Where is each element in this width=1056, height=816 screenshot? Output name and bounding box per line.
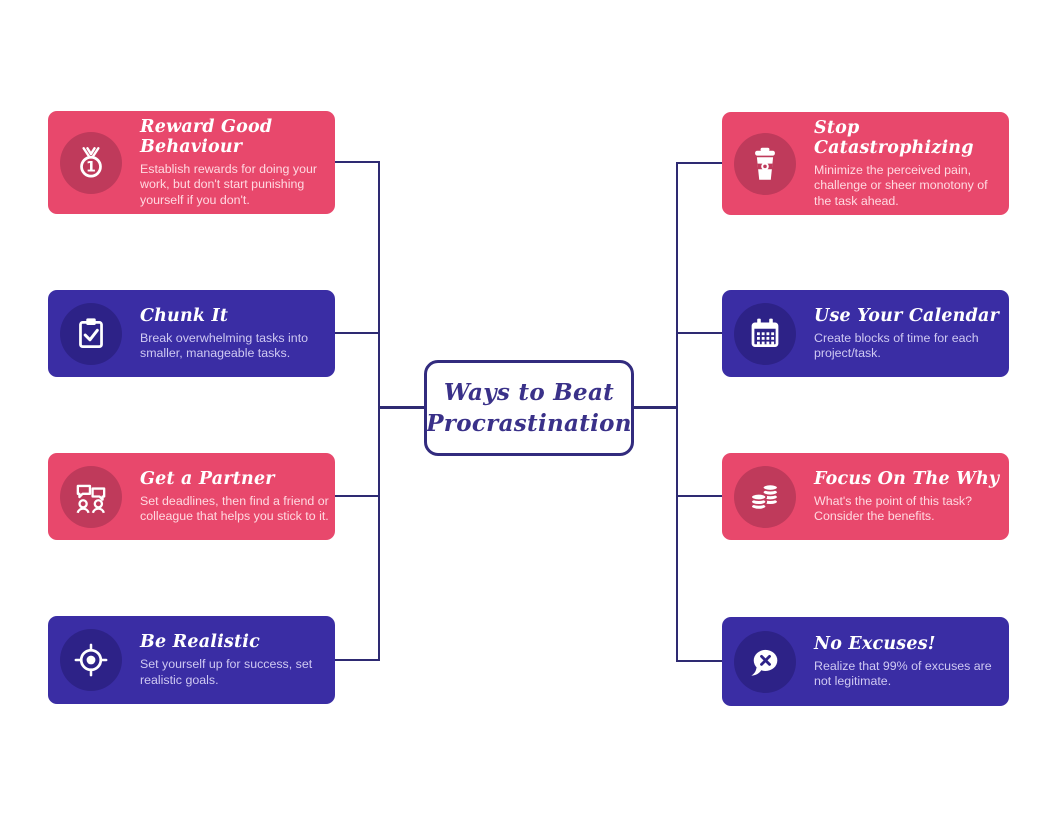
- connector-left-trunk: [378, 161, 380, 661]
- card-no-excuses[interactable]: No Excuses! Realize that 99% of excuses …: [722, 617, 1009, 706]
- card-body: What's the point of this task? Consider …: [814, 493, 973, 523]
- target-icon: [60, 629, 122, 691]
- card-body: Set yourself up for success, set realist…: [140, 657, 313, 687]
- card-title: Get a Partner: [140, 468, 275, 489]
- connector-branch-left-3: [334, 495, 379, 497]
- card-title: Focus On The Why: [814, 468, 1000, 489]
- medal-icon: 1: [60, 131, 122, 194]
- card-body: Break overwhelming tasks into smaller, m…: [140, 330, 309, 360]
- card-be-realistic[interactable]: Be Realistic Set yourself up for success…: [48, 616, 335, 704]
- connector-center-right: [634, 406, 677, 409]
- card-body: Establish rewards for doing your work, b…: [140, 162, 317, 207]
- central-title-line2: Procrastination: [426, 410, 632, 437]
- card-reward-good-behaviour[interactable]: 1 Reward Good Behaviour Establish reward…: [48, 111, 335, 214]
- connector-branch-left-4: [334, 659, 379, 661]
- connector-center-left: [378, 406, 424, 409]
- coins-icon: [734, 465, 796, 528]
- card-title: No Excuses!: [814, 633, 936, 654]
- central-title-line1: Ways to Beat: [443, 379, 615, 406]
- card-stop-catastrophizing[interactable]: Stop Catastrophizing Minimize the percei…: [722, 112, 1009, 215]
- connector-branch-left-1: [334, 161, 379, 163]
- connector-branch-right-2: [677, 332, 722, 334]
- card-body: Create blocks of time for each project/t…: [814, 330, 979, 360]
- svg-text:1: 1: [86, 159, 96, 175]
- card-title: Be Realistic: [140, 632, 260, 653]
- clipboard-check-icon: [60, 302, 122, 365]
- card-title: Reward Good Behaviour: [140, 117, 273, 158]
- connector-branch-right-4: [677, 660, 722, 662]
- connector-branch-left-2: [334, 332, 379, 334]
- card-use-your-calendar[interactable]: Use Your Calendar Create blocks of time …: [722, 290, 1009, 377]
- card-body: Realize that 99% of excuses are not legi…: [814, 658, 992, 688]
- connector-branch-right-1: [677, 162, 722, 164]
- card-body: Minimize the perceived pain, challenge o…: [814, 163, 988, 208]
- speech-bubble-x-icon: [734, 630, 796, 693]
- connector-right-trunk: [676, 162, 678, 662]
- card-title: Use Your Calendar: [814, 305, 999, 326]
- calendar-icon: [734, 302, 796, 365]
- card-focus-on-the-why[interactable]: Focus On The Why What's the point of thi…: [722, 453, 1009, 540]
- connector-branch-right-3: [677, 495, 722, 497]
- card-body: Set deadlines, then find a friend or col…: [140, 493, 329, 523]
- card-title: Stop Catastrophizing: [814, 118, 974, 159]
- coffee-cup-icon: [734, 132, 796, 195]
- card-chunk-it[interactable]: Chunk It Break overwhelming tasks into s…: [48, 290, 335, 377]
- card-title: Chunk It: [140, 305, 229, 326]
- card-get-a-partner[interactable]: Get a Partner Set deadlines, then find a…: [48, 453, 335, 540]
- central-topic-node[interactable]: Ways to Beat Procrastination: [424, 360, 634, 456]
- partners-chat-icon: [60, 465, 122, 528]
